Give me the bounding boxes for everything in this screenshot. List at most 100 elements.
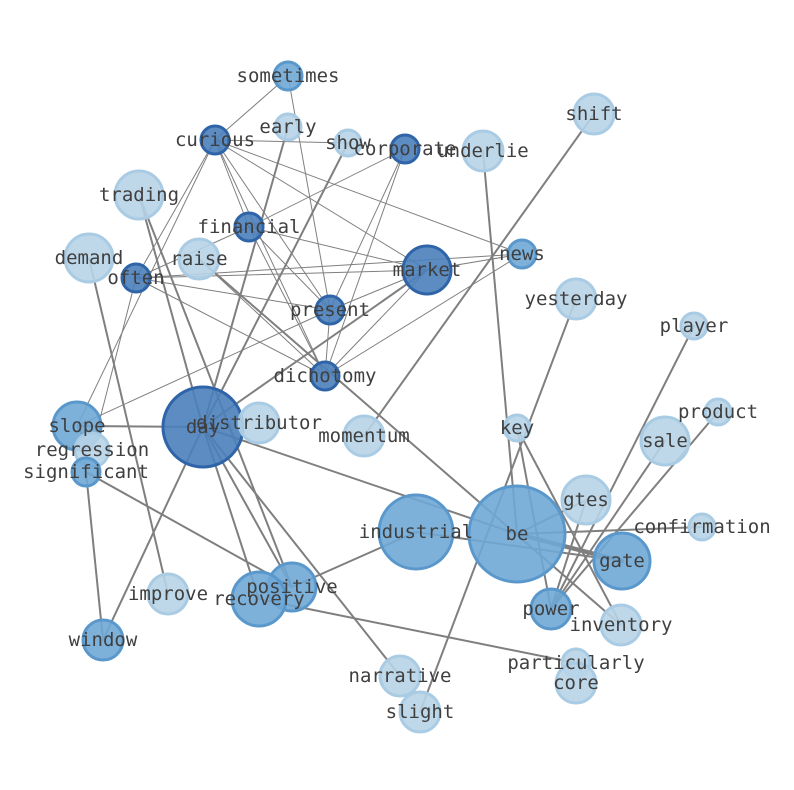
edge-significant-positive <box>85 471 293 588</box>
node-label-industrial: industrial <box>359 521 473 543</box>
node-label-trading: trading <box>99 184 179 206</box>
node-label-shift: shift <box>565 103 622 125</box>
node-label-improve: improve <box>128 583 208 605</box>
edge-day-early <box>202 126 289 428</box>
node-gtes <box>560 474 612 526</box>
edge-curious-news <box>214 139 523 255</box>
node-curious <box>199 124 231 156</box>
edge-sometimes-present <box>287 75 331 311</box>
node-label-sale: sale <box>642 430 688 452</box>
node-key <box>502 413 532 443</box>
node-label-present: present <box>290 299 370 321</box>
edge-demand-improve <box>88 257 169 595</box>
node-financial <box>233 211 265 243</box>
node-momentum <box>342 414 386 458</box>
edge-curious-present <box>214 139 331 311</box>
edge-day-narrative <box>202 426 401 677</box>
edge-layer <box>76 75 719 713</box>
node-recovery <box>230 570 288 628</box>
node-corporate <box>389 133 421 165</box>
node-label-core: core <box>553 672 599 694</box>
node-window <box>81 618 125 662</box>
node-core <box>554 661 598 705</box>
edge-dichotomy-news <box>324 253 523 377</box>
node-dichotomy <box>309 360 341 392</box>
node-label-confirmation: confirmation <box>633 516 770 538</box>
node-trading <box>113 169 165 221</box>
edge-curious-dichotomy <box>214 139 326 377</box>
node-label-corporate: corporate <box>354 138 457 160</box>
node-label-underlie: underlie <box>437 140 529 162</box>
node-confirmation <box>687 512 717 542</box>
edge-financial-corporate <box>248 148 406 228</box>
node-product <box>703 397 733 427</box>
edge-curious-financial <box>214 139 250 228</box>
node-label-news: news <box>499 243 545 265</box>
node-label-show: show <box>325 132 371 154</box>
node-narrative <box>378 654 422 698</box>
edge-sale-power <box>550 440 666 610</box>
node-label-key: key <box>500 417 534 439</box>
node-label-significant: significant <box>23 461 149 483</box>
node-shift <box>572 92 616 136</box>
node-label-dichotomy: dichotomy <box>274 365 377 387</box>
node-label-be: be <box>506 523 529 545</box>
edge-day-market <box>202 269 428 428</box>
node-label-momentum: momentum <box>318 425 410 447</box>
edge-significant-window <box>85 471 104 641</box>
edge-curious-often <box>135 139 216 279</box>
node-gate <box>592 531 652 591</box>
node-power <box>529 587 573 631</box>
edge-curious-sometimes <box>214 75 289 141</box>
node-label-window: window <box>69 629 138 651</box>
node-label-power: power <box>522 598 579 620</box>
node-news <box>506 238 538 270</box>
node-label-positive: positive <box>246 576 338 598</box>
node-label-recovery: recovery <box>213 588 305 610</box>
node-often <box>120 262 152 294</box>
node-label-narrative: narrative <box>349 665 452 687</box>
edge-underlie-be <box>482 150 518 535</box>
node-label-financial: financial <box>198 216 301 238</box>
node-slight <box>398 690 442 734</box>
edge-present-slope <box>76 309 331 427</box>
edge-dichotomy-corporate <box>324 148 406 377</box>
edge-momentum-shift <box>363 113 595 437</box>
node-market <box>401 244 453 296</box>
edge-recovery-particularly <box>258 598 577 664</box>
node-present <box>314 294 346 326</box>
node-label-early: early <box>259 116 316 138</box>
node-label-regression: regression <box>35 439 149 461</box>
node-sale <box>639 415 691 467</box>
node-improve <box>146 572 190 616</box>
node-significant <box>70 456 102 488</box>
node-label-day: day <box>186 416 220 438</box>
edge-financial-market <box>248 226 428 271</box>
node-label-sometimes: sometimes <box>237 65 340 87</box>
node-label-yesterday: yesterday <box>525 288 628 310</box>
node-label-product: product <box>678 401 758 423</box>
edge-day-be <box>202 426 518 535</box>
node-label-inventory: inventory <box>570 614 673 636</box>
node-show <box>333 128 363 158</box>
node-label-curious: curious <box>175 129 255 151</box>
node-label-gtes: gtes <box>563 489 609 511</box>
edge-often-present <box>135 277 331 311</box>
edge-present-corporate <box>329 148 406 311</box>
edge-day-show <box>202 142 349 428</box>
node-layer <box>51 60 733 734</box>
edge-key-inventory <box>516 427 622 626</box>
node-label-often: often <box>107 267 164 289</box>
node-label-slope: slope <box>48 415 105 437</box>
node-label-player: player <box>660 315 729 337</box>
node-label-gate: gate <box>599 550 645 572</box>
node-distributor <box>237 401 281 445</box>
node-label-distributor: distributor <box>196 412 322 434</box>
node-industrial <box>377 493 455 571</box>
node-demand <box>63 232 115 284</box>
node-label-slight: slight <box>386 701 455 723</box>
edge-curious-market <box>214 139 428 271</box>
node-label-raise: raise <box>170 248 227 270</box>
